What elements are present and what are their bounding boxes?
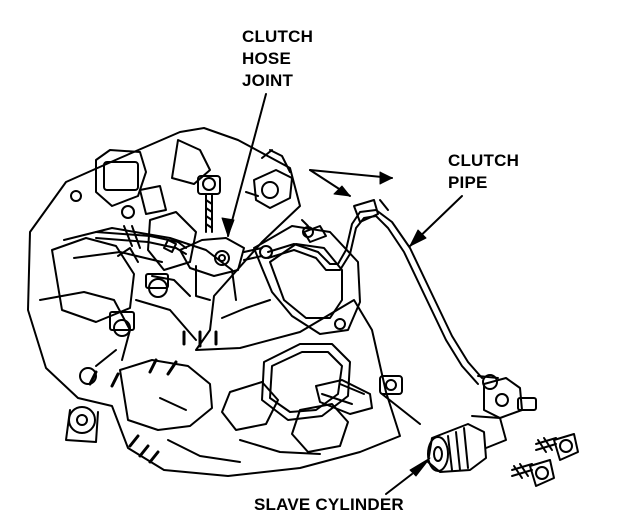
callout-arrowheads bbox=[221, 171, 431, 477]
bell-housing-plate bbox=[253, 225, 361, 335]
clutch-hose-joint-label-line-2: HOSE bbox=[242, 49, 291, 68]
clutch-pipe-label-line-2: PIPE bbox=[448, 173, 488, 192]
slave-cylinder-bolts bbox=[511, 433, 579, 487]
slave-cylinder-label: SLAVE CYLINDER bbox=[254, 495, 404, 514]
clutch-hose-joint bbox=[163, 175, 273, 301]
clutch-hose-joint-label-line-1: CLUTCH bbox=[242, 27, 314, 46]
case-mounting-bolts bbox=[65, 190, 169, 443]
transmission-case bbox=[27, 127, 401, 477]
clutch-hose-joint-label: CLUTCH HOSE JOINT bbox=[242, 26, 313, 92]
case-ribs bbox=[88, 330, 218, 464]
clutch-hose-joint-label-line-3: JOINT bbox=[242, 71, 294, 90]
slave-cylinder-assembly bbox=[261, 343, 537, 473]
clutch-pipe bbox=[267, 199, 483, 385]
clutch-pipe-label: CLUTCH PIPE bbox=[448, 150, 519, 194]
upper-hose-coupling bbox=[245, 149, 293, 209]
slave-cylinder-leader bbox=[385, 473, 413, 495]
clutch-pipe-label-line-1: CLUTCH bbox=[448, 151, 520, 170]
